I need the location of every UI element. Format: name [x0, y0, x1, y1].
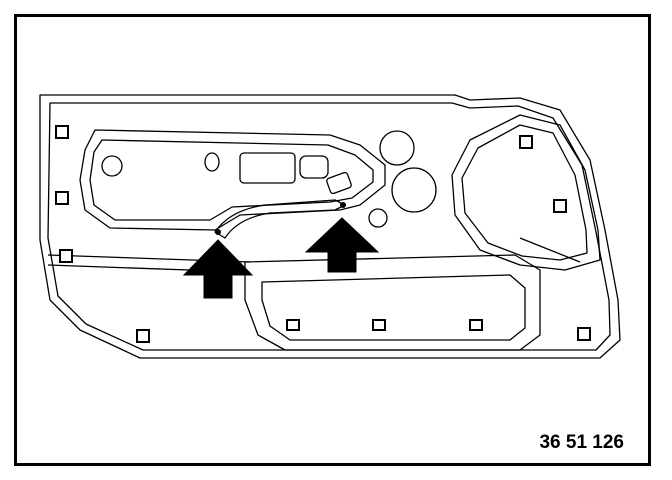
round-opening — [391, 167, 437, 213]
pull-handle — [214, 199, 346, 239]
clip-square — [136, 329, 150, 343]
round-opening — [379, 130, 415, 166]
upper-recess-inner — [89, 139, 374, 221]
upper-opening — [204, 152, 220, 172]
figure-number: 36 51 126 — [539, 432, 624, 453]
upper-opening — [239, 152, 296, 184]
upper-opening — [299, 155, 329, 179]
map-pocket-inner — [261, 274, 526, 341]
clip-square — [59, 249, 73, 263]
upper-opening — [101, 155, 123, 177]
door-panel-outline — [39, 94, 621, 359]
speaker-cover-line — [519, 237, 581, 263]
clip-square — [372, 319, 386, 331]
speaker-cover-outline — [451, 114, 601, 271]
clip-square — [577, 327, 591, 341]
round-opening — [368, 208, 388, 228]
clip-square — [519, 135, 533, 149]
clip-square — [55, 125, 69, 139]
speaker-cover-inner — [461, 124, 588, 261]
clip-square — [286, 319, 300, 331]
arrow-up-icon — [182, 239, 254, 299]
clip-square — [55, 191, 69, 205]
arrow-up-icon — [304, 217, 380, 273]
map-pocket-outline — [244, 254, 541, 351]
clip-square — [553, 199, 567, 213]
screw-point — [340, 202, 346, 208]
clip-housing — [326, 171, 352, 195]
door-panel-inner-edge — [47, 102, 611, 351]
screw-point — [215, 229, 221, 235]
clip-square — [469, 319, 483, 331]
